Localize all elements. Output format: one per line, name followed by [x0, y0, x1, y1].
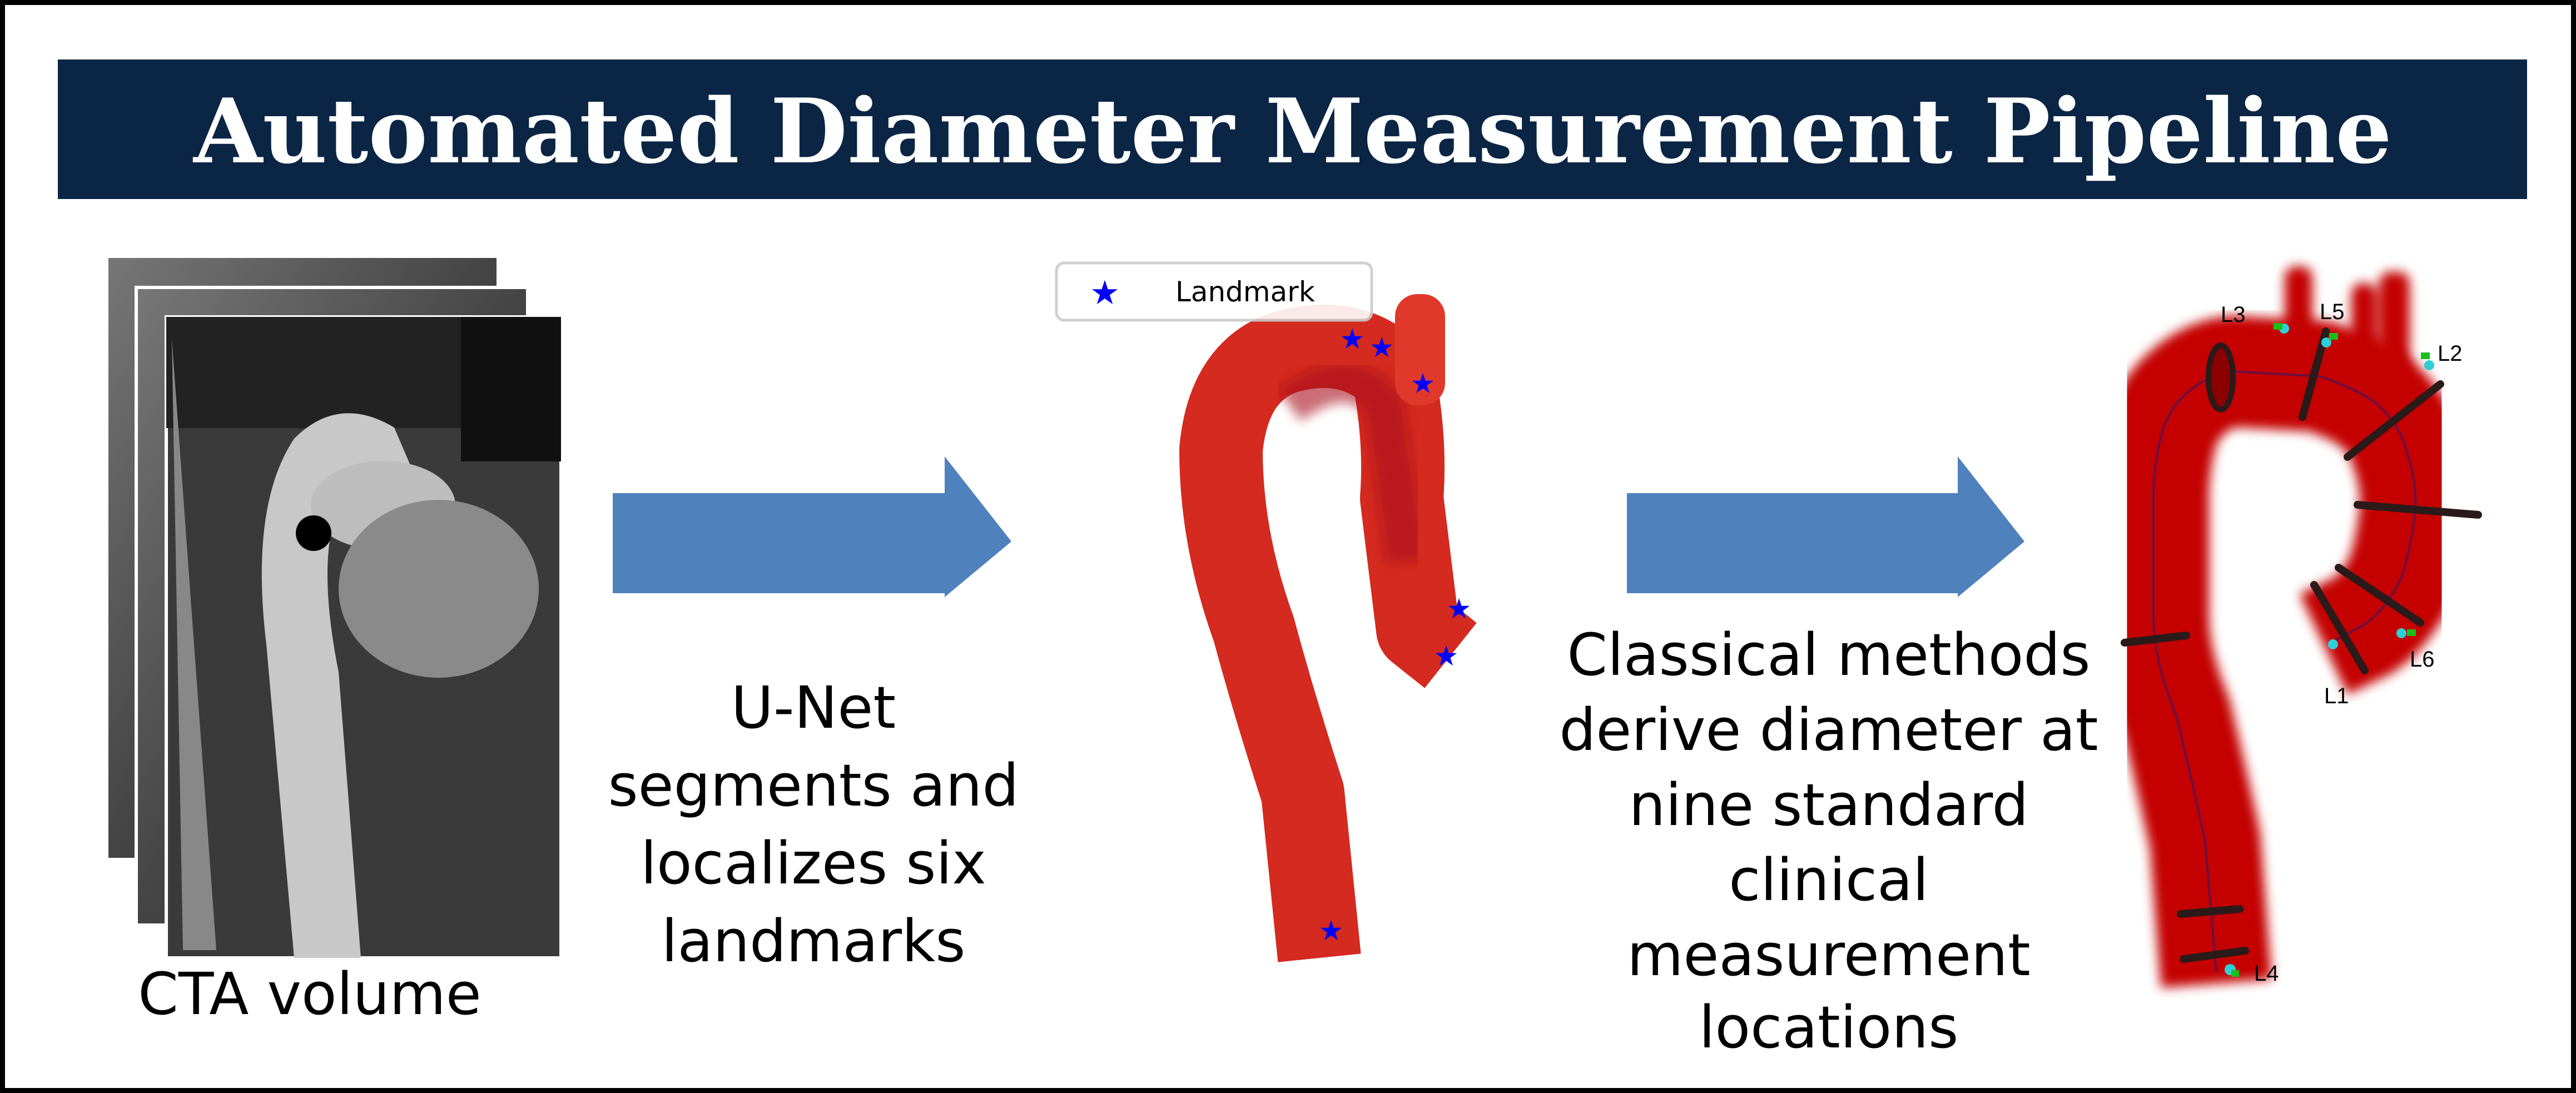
step1-description: U-Net segments and localizes six landmar… — [608, 674, 1019, 975]
diameter-measurement-lines — [2121, 327, 2482, 963]
star-icon: ★ — [1340, 324, 1365, 355]
star-icon: ★ — [1319, 915, 1344, 946]
centerline — [2152, 370, 2417, 973]
figure-canvas: Automated Diameter Measurement Pipeline … — [58, 59, 2527, 1061]
arrow-right-icon — [613, 456, 1011, 597]
star-icon: ★ — [1434, 640, 1459, 672]
step2-line: derive diameter at — [1559, 696, 2098, 764]
step2-line: nine standard — [1629, 771, 2028, 839]
landmark-label-l3: L3 — [2221, 302, 2246, 327]
figure-title: Automated Diameter Measurement Pipeline — [192, 79, 2392, 183]
cta-volume-caption: CTA volume — [138, 960, 482, 1028]
landmark-markers — [2225, 323, 2434, 977]
step2-line: measurement — [1627, 921, 2031, 989]
landmark-label-l5: L5 — [2320, 300, 2345, 324]
aorta-3d-model: L1 L2 L3 L4 L5 L6 — [2098, 266, 2482, 988]
step2-line: locations — [1699, 993, 1959, 1061]
landmark-label-l1: L1 — [2324, 684, 2349, 708]
ct-slice-front — [165, 315, 563, 960]
arrow-right-icon — [1627, 456, 2024, 597]
cta-slice-stack — [105, 255, 563, 960]
step1-line: segments and — [608, 752, 1019, 819]
step2-line: Classical methods — [1567, 621, 2090, 689]
step1-line: localizes six — [641, 829, 986, 897]
segmented-aorta — [1179, 294, 1477, 962]
step2-description: Classical methods derive diameter at nin… — [1559, 621, 2098, 1061]
landmark-legend: ★ Landmark — [1055, 261, 1373, 322]
step2-line: clinical — [1729, 846, 1929, 914]
landmark-label-l4: L4 — [2254, 961, 2279, 986]
star-icon: ★ — [1369, 332, 1394, 363]
star-icon: ★ — [1090, 275, 1120, 311]
step1-line: landmarks — [662, 907, 966, 975]
landmark-stars: ★ ★ ★ ★ ★ ★ — [1319, 324, 1472, 946]
title-banner — [58, 59, 2527, 199]
step1-line: U-Net — [731, 674, 896, 742]
legend-label: Landmark — [1175, 276, 1315, 308]
star-icon: ★ — [1447, 593, 1472, 624]
landmark-label-l2: L2 — [2438, 341, 2463, 366]
star-icon: ★ — [1411, 368, 1436, 399]
landmark-label-l6: L6 — [2410, 647, 2435, 672]
